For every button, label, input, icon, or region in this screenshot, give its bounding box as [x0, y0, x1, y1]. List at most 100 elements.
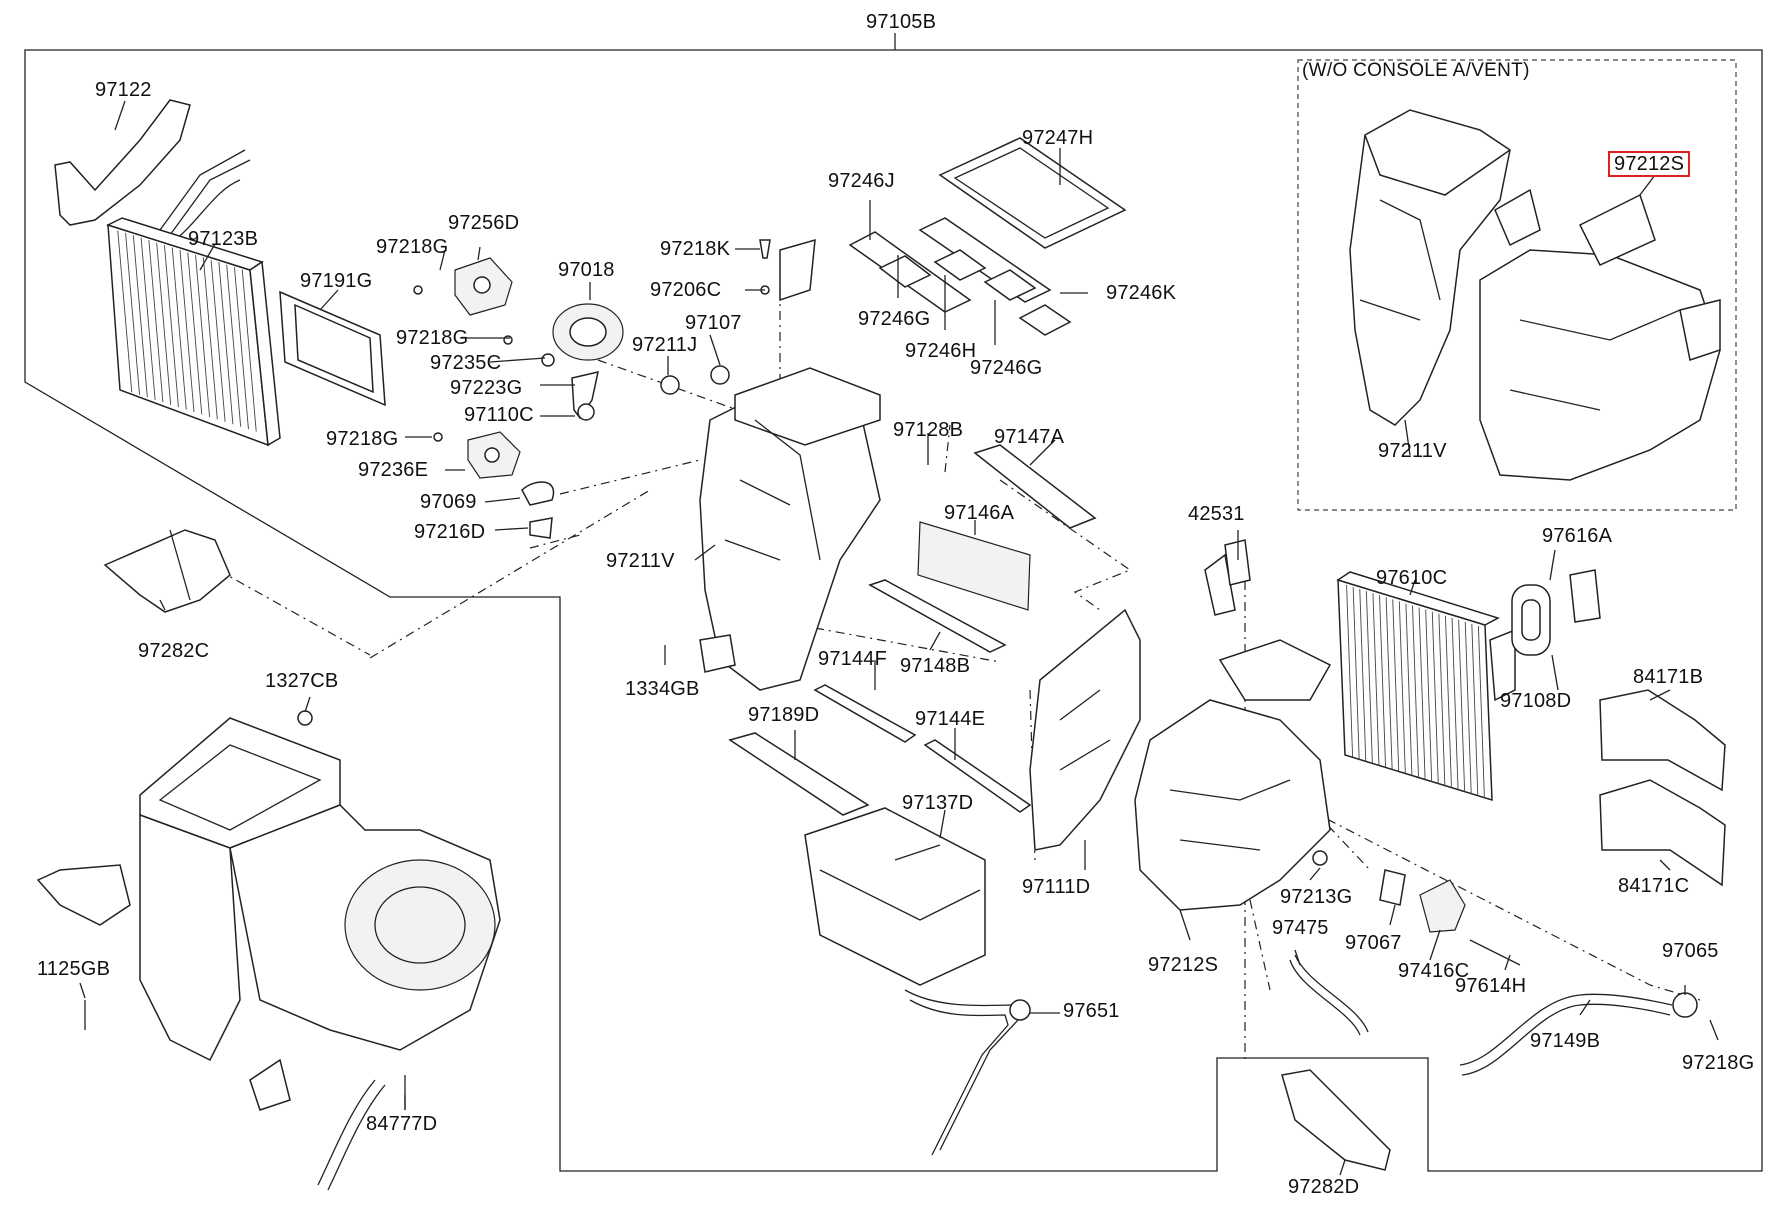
label-97651: 97651 — [1063, 1000, 1120, 1022]
label-84171B: 84171B — [1633, 666, 1704, 688]
core-fin — [132, 235, 148, 398]
core-fin — [140, 237, 156, 400]
label-97235C: 97235C — [430, 352, 502, 374]
label-97218K: 97218K — [660, 238, 731, 260]
duct-97282C — [103, 529, 231, 613]
label-97246J: 97246J — [828, 170, 895, 192]
core-fin — [156, 242, 172, 405]
label-97189D: 97189D — [748, 704, 820, 726]
core-fin — [1471, 623, 1479, 796]
label-97218G-d: 97218G — [1682, 1052, 1755, 1074]
label-97148B: 97148B — [900, 655, 971, 677]
housing-97211V-main — [699, 238, 881, 691]
core-fin — [202, 257, 218, 420]
label-1327CB: 1327CB — [265, 670, 339, 692]
label-97246G-b: 97246G — [970, 357, 1043, 379]
label-97067: 97067 — [1345, 932, 1402, 954]
housing-97212S-main — [1134, 553, 1332, 911]
label-97282C: 97282C — [138, 640, 210, 662]
label-97218G-c: 97218G — [326, 428, 399, 450]
small-parts-left — [413, 239, 771, 539]
label-97069: 97069 — [420, 491, 477, 513]
assembly-bracket-outline — [24, 33, 1763, 1172]
core-fin — [1352, 587, 1360, 760]
label-97108D: 97108D — [1500, 690, 1572, 712]
core-fin — [1431, 611, 1439, 784]
label-97211J: 97211J — [632, 334, 698, 356]
label-97206C: 97206C — [650, 279, 722, 301]
label-97216D: 97216D — [414, 521, 486, 543]
core-fin — [125, 232, 141, 395]
evaporator-core-97123B — [106, 217, 281, 447]
tray-97189D — [728, 732, 870, 816]
core-fin — [163, 245, 179, 408]
leader-lines — [79, 100, 1719, 1176]
core-fin — [148, 240, 164, 403]
seals-97108D-97616A — [1511, 569, 1601, 656]
motor-97018 — [541, 303, 624, 367]
label-97256D: 97256D — [448, 212, 520, 234]
label-97475: 97475 — [1272, 917, 1329, 939]
core-fin — [1445, 615, 1452, 788]
pipe-bracket-97122 — [54, 99, 251, 241]
label-97149B: 97149B — [1530, 1030, 1601, 1052]
label-97246G-a: 97246G — [858, 308, 931, 330]
actuator-97236E — [467, 431, 521, 479]
label-97110C: 97110C — [464, 404, 534, 426]
core-fin — [218, 262, 234, 425]
label-97018: 97018 — [558, 259, 615, 281]
label-97123B: 97123B — [188, 228, 259, 250]
label-97211V-inset: 97211V — [1378, 440, 1447, 462]
inset-box — [1297, 59, 1737, 511]
core-fin — [1346, 585, 1354, 758]
core-fin — [1392, 599, 1400, 772]
label-97211V-main: 97211V — [606, 550, 675, 572]
doors — [813, 444, 1097, 813]
core-fin — [195, 254, 211, 417]
label-97137D: 97137D — [902, 792, 974, 814]
label-97223G: 97223G — [450, 377, 523, 399]
label-97218G-b: 97218G — [396, 327, 469, 349]
label-42531: 42531 — [1188, 503, 1245, 525]
label-1334GB: 1334GB — [625, 678, 700, 700]
label-97247H: 97247H — [1022, 127, 1094, 149]
core-fin — [1412, 605, 1419, 778]
core-fin — [241, 269, 257, 432]
label-97128B: 97128B — [893, 419, 964, 441]
sensor-frame-97191G — [279, 290, 386, 407]
label-97147A: 97147A — [994, 426, 1065, 448]
label-97111D: 97111D — [1022, 876, 1091, 898]
label-97146A: 97146A — [944, 502, 1015, 524]
core-fin — [1405, 603, 1413, 776]
drain-hose-97651 — [904, 989, 1031, 1156]
pads-84171 — [1599, 689, 1726, 887]
label-97614H: 97614H — [1455, 975, 1527, 997]
label-84777D: 84777D — [366, 1113, 438, 1135]
small-parts-right — [1224, 539, 1698, 1171]
core-fin — [117, 230, 133, 393]
label-97282D: 97282D — [1288, 1176, 1360, 1198]
cover-97111D — [1029, 608, 1141, 851]
label-97246H: 97246H — [905, 340, 977, 362]
label-97144F: 97144F — [818, 648, 888, 670]
filter-seals — [848, 137, 1127, 336]
label-97246K: 97246K — [1106, 282, 1177, 304]
label-84171C: 84171C — [1618, 875, 1690, 897]
label-1125GB: 1125GB — [37, 958, 111, 980]
label-97616A: 97616A — [1542, 525, 1613, 547]
label-97105B: 97105B — [866, 11, 937, 33]
core-fin — [1438, 613, 1446, 786]
label-97107: 97107 — [685, 312, 742, 334]
core-fin — [1398, 601, 1406, 774]
core-fin — [171, 247, 187, 410]
label-97122: 97122 — [95, 79, 152, 101]
inset-housing-97211V — [1349, 109, 1541, 426]
hvac-assembly — [36, 710, 501, 1191]
label-97065: 97065 — [1662, 940, 1719, 962]
heater-core-97610C — [1336, 571, 1516, 802]
core-fin — [1464, 621, 1472, 794]
core-fin — [1359, 589, 1367, 762]
label-97213G: 97213G — [1280, 886, 1353, 908]
label-97212S-inset-highlighted[interactable]: 97212S — [1608, 151, 1691, 177]
